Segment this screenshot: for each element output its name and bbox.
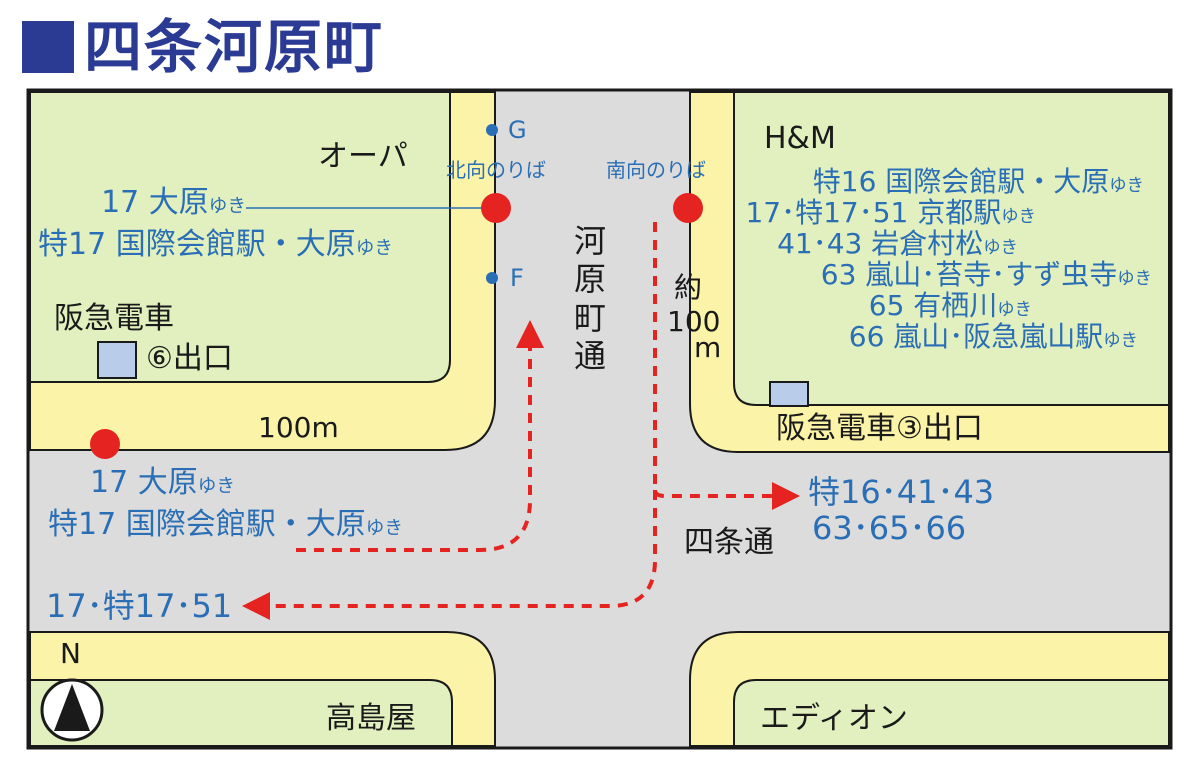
landmark-takashimaya: 高島屋 (326, 701, 416, 736)
route-num: 17･特17･51 京都駅 (745, 196, 1002, 229)
street-kawaramachi: 河 原 町 通 (570, 222, 610, 376)
landmark-hm: H&M (764, 121, 836, 156)
route-to-east (653, 222, 772, 498)
street-char: 町 (573, 298, 606, 337)
stop-f-marker (486, 272, 498, 284)
title-bar: 四条河原町 (22, 12, 384, 82)
landmark-hankyu-exit3: 阪急電車③出口 (776, 411, 983, 446)
page-title: 四条河原町 (84, 13, 385, 81)
block-edion (733, 679, 1170, 747)
route-num: 65 有栖川 (868, 289, 998, 322)
exit3-icon (769, 381, 809, 407)
route-suffix: ゆき (197, 476, 235, 497)
route-num: 特16 国際会館駅・大原 (812, 165, 1110, 198)
landmark-exit6: ⑥出口 (146, 341, 233, 376)
route-num: 特17 国際会館駅・大原 (48, 507, 366, 542)
route-south-3: 41･43 岩倉村松ゆき (777, 230, 1018, 258)
stop-f-label: F (510, 264, 524, 292)
landmark-opa: オーパ (318, 139, 408, 174)
route-num: 66 嵐山･阪急嵐山駅 (848, 320, 1104, 353)
arrow-right-icon (772, 482, 800, 510)
distance-approx-unit: m (694, 331, 722, 364)
route-suffix: ゆき (208, 196, 246, 217)
route-num: 41･43 岩倉村松 (777, 227, 984, 260)
title-square-icon (22, 21, 74, 73)
route-suffix: ゆき (1117, 269, 1152, 289)
arrow-up-icon (516, 320, 544, 348)
route-to-west (270, 490, 657, 608)
stop-label-south: 南向のりば (606, 158, 706, 182)
route-suffix: ゆき (355, 238, 393, 259)
route-suffix: ゆき (1109, 176, 1144, 196)
east-transfer-1: 特16･41･43 (808, 473, 995, 511)
street-shijo: 四条通 (684, 525, 774, 560)
distance-approx-val: 100 (667, 305, 721, 338)
route-to-north-stop (296, 345, 532, 552)
route-num: 63 嵐山･苔寺･すず虫寺 (820, 258, 1118, 291)
landmark-edion: エディオン (760, 701, 908, 736)
route-north-1: 17 大原ゆき (101, 188, 246, 218)
west-bus-stop (90, 429, 120, 459)
route-south-2: 17･特17･51 京都駅ゆき (745, 199, 1036, 227)
route-suffix: ゆき (983, 238, 1018, 258)
route-num: 17 大原 (101, 185, 209, 220)
route-suffix: ゆき (1103, 331, 1138, 351)
distance-approx: 約 (674, 271, 703, 304)
north-bus-stop (481, 193, 511, 223)
stop-label-north: 北向のりば (446, 158, 546, 182)
route-south-1: 特16 国際会館駅・大原ゆき (813, 168, 1144, 196)
arrow-left-icon (242, 592, 270, 620)
route-suffix: ゆき (1001, 207, 1036, 227)
street-char: 原 (573, 260, 606, 299)
exit6-icon (97, 341, 137, 379)
compass-label: N (60, 637, 81, 670)
route-west-2: 特17 国際会館駅・大原ゆき (48, 510, 403, 540)
block-hm (733, 91, 1170, 406)
west-transfer: 17･特17･51 (46, 587, 233, 625)
stop-g-marker (486, 124, 498, 136)
route-west-1: 17 大原ゆき (90, 468, 235, 498)
route-south-5: 65 有栖川ゆき (869, 292, 1032, 320)
block-opa (29, 91, 451, 383)
landmark-hankyu-left: 阪急電車 (54, 301, 174, 336)
route-suffix: ゆき (365, 518, 403, 539)
street-char: 通 (573, 337, 606, 376)
block-takashimaya (29, 679, 453, 747)
route-south-6: 66 嵐山･阪急嵐山駅ゆき (849, 323, 1138, 351)
route-suffix: ゆき (997, 300, 1032, 320)
map-frame (26, 88, 1173, 750)
route-num: 17 大原 (90, 465, 198, 500)
east-transfer-2: 63･65･66 (812, 509, 967, 547)
distance-100m: 100m (258, 411, 339, 444)
stop-g-label: G (508, 116, 527, 144)
route-south-4: 63 嵐山･苔寺･すず虫寺ゆき (821, 261, 1152, 289)
route-north-2: 特17 国際会館駅・大原ゆき (38, 230, 393, 260)
compass-north-icon (54, 684, 90, 731)
street-char: 河 (573, 222, 606, 260)
south-bus-stop (673, 193, 703, 223)
route-num: 特17 国際会館駅・大原 (38, 227, 356, 262)
